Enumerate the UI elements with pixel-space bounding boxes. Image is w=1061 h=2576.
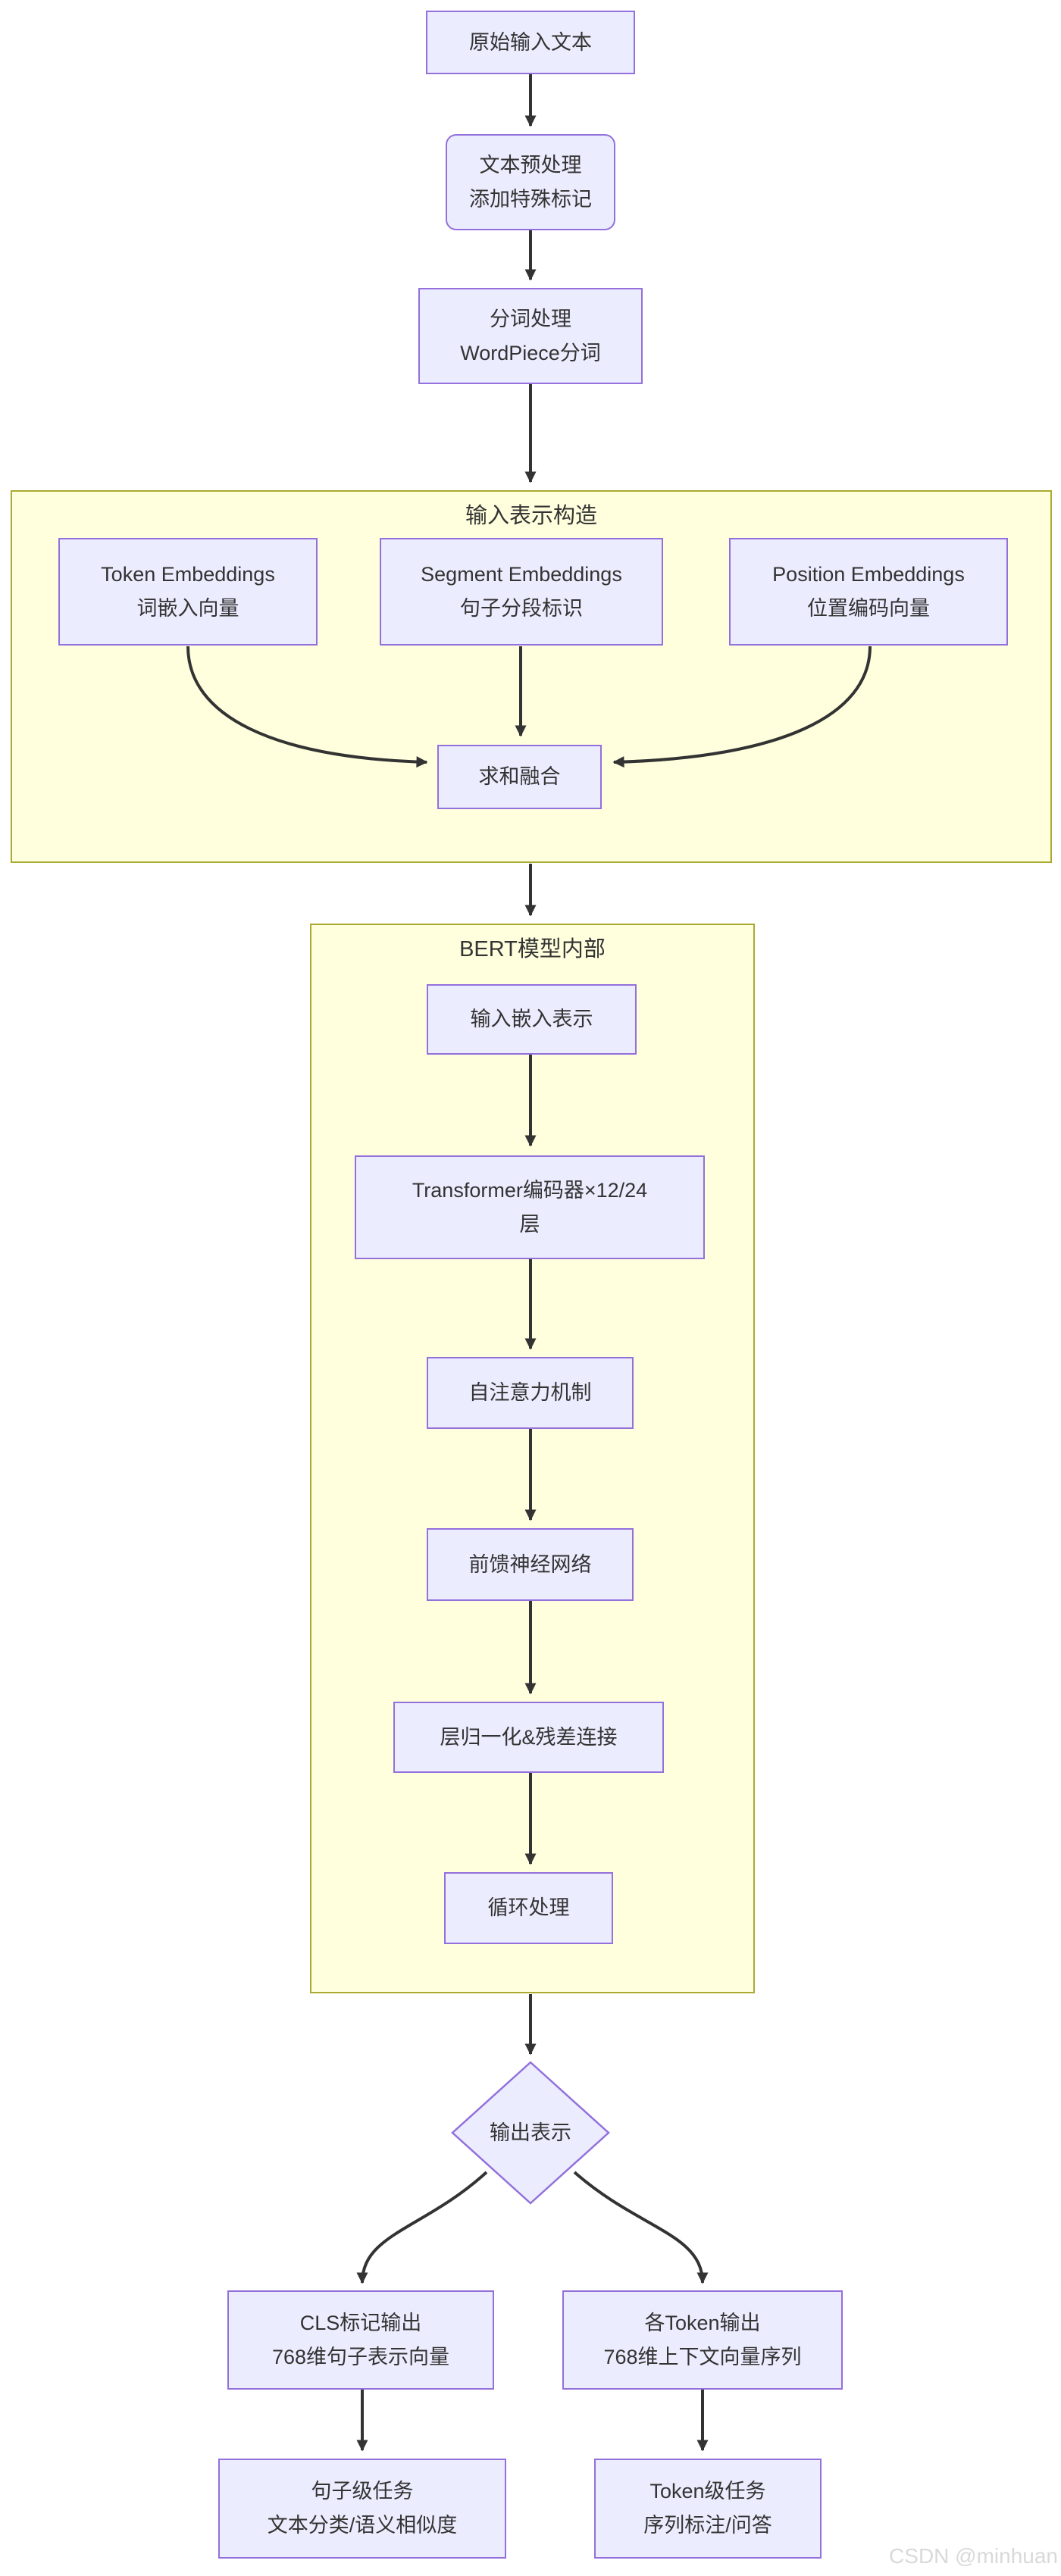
node-token-tasks-label-1: Token级任务	[649, 2480, 766, 2503]
node-position-embeddings: Position Embeddings 位置编码向量	[729, 538, 1008, 646]
node-token-outputs-label-1: 各Token输出	[644, 2311, 761, 2334]
node-transformer-label-1: Transformer编码器×12/24	[412, 1178, 648, 1202]
node-transformer: Transformer编码器×12/24 层	[355, 1155, 705, 1259]
node-feed-forward: 前馈神经网络	[427, 1528, 634, 1601]
node-preprocess-label-1: 文本预处理	[479, 153, 582, 177]
node-transformer-label-2: 层	[519, 1212, 540, 1236]
node-loop-label: 循环处理	[487, 1896, 570, 1919]
node-self-attention: 自注意力机制	[427, 1357, 634, 1429]
node-feed-forward-label: 前馈神经网络	[468, 1552, 592, 1576]
node-token-tasks-label-2: 序列标注/问答	[643, 2514, 772, 2537]
node-token-embeddings-label-1: Token Embeddings	[101, 563, 275, 586]
node-sum-fusion-label: 求和融合	[478, 765, 561, 788]
node-token-outputs-label-2: 768维上下文向量序列	[603, 2345, 802, 2368]
node-tokenize: 分词处理 WordPiece分词	[418, 288, 643, 384]
edge-diamond-to-token-outputs	[573, 2171, 709, 2284]
node-tokenize-label-1: 分词处理	[490, 307, 571, 330]
node-segment-embeddings: Segment Embeddings 句子分段标识	[380, 538, 663, 646]
node-tokenize-label-2: WordPiece分词	[460, 341, 601, 364]
node-raw-input: 原始输入文本	[426, 11, 635, 74]
node-layer-norm-label: 层归一化&残差连接	[440, 1725, 618, 1749]
node-input-embedding-label: 输入嵌入表示	[470, 1008, 593, 1030]
node-cls-output: CLS标记输出 768维句子表示向量	[227, 2290, 494, 2390]
cluster-input-construction-title: 输入表示构造	[465, 504, 597, 528]
node-sentence-tasks-label-1: 句子级任务	[311, 2480, 414, 2503]
node-raw-input-label: 原始输入文本	[469, 30, 592, 54]
node-output-repr: 输出表示	[452, 2099, 609, 2167]
output-diamond-shape	[451, 2061, 610, 2205]
edge-position-emb-to-sum	[612, 646, 872, 768]
node-token-tasks: Token级任务 序列标注/问答	[594, 2459, 822, 2559]
node-preprocess-label-2: 添加特殊标记	[469, 187, 592, 211]
node-token-outputs: 各Token输出 768维上下文向量序列	[562, 2290, 843, 2390]
node-position-embeddings-label-2: 位置编码向量	[807, 597, 930, 620]
cluster-bert-internal-title: BERT模型内部	[459, 937, 606, 961]
node-sentence-tasks-label-2: 文本分类/语义相似度	[267, 2514, 458, 2537]
node-self-attention-label: 自注意力机制	[468, 1381, 592, 1404]
node-sentence-tasks: 句子级任务 文本分类/语义相似度	[218, 2459, 506, 2559]
node-output-repr-label: 输出表示	[490, 2121, 571, 2144]
node-segment-embeddings-label-2: 句子分段标识	[460, 597, 583, 620]
edge-token-emb-to-sum	[186, 646, 428, 768]
csdn-watermark: CSDN @minhuan	[889, 2544, 1058, 2568]
node-cls-output-label-2: 768维句子表示向量	[271, 2345, 450, 2368]
node-token-embeddings: Token Embeddings 词嵌入向量	[58, 538, 318, 646]
node-preprocess: 文本预处理 添加特殊标记	[446, 134, 615, 230]
cluster-bert-internal: BERT模型内部	[310, 924, 755, 1993]
node-cls-output-label-1: CLS标记输出	[299, 2311, 422, 2334]
edge-diamond-to-cls-output	[356, 2171, 488, 2284]
node-layer-norm: 层归一化&残差连接	[393, 1702, 664, 1773]
node-position-embeddings-label-1: Position Embeddings	[772, 563, 965, 586]
node-token-embeddings-label-2: 词嵌入向量	[136, 597, 239, 620]
node-segment-embeddings-label-1: Segment Embeddings	[421, 563, 622, 586]
node-input-embedding: 输入嵌入表示	[427, 984, 637, 1055]
node-loop: 循环处理	[444, 1872, 613, 1944]
node-sum-fusion: 求和融合	[437, 745, 602, 809]
